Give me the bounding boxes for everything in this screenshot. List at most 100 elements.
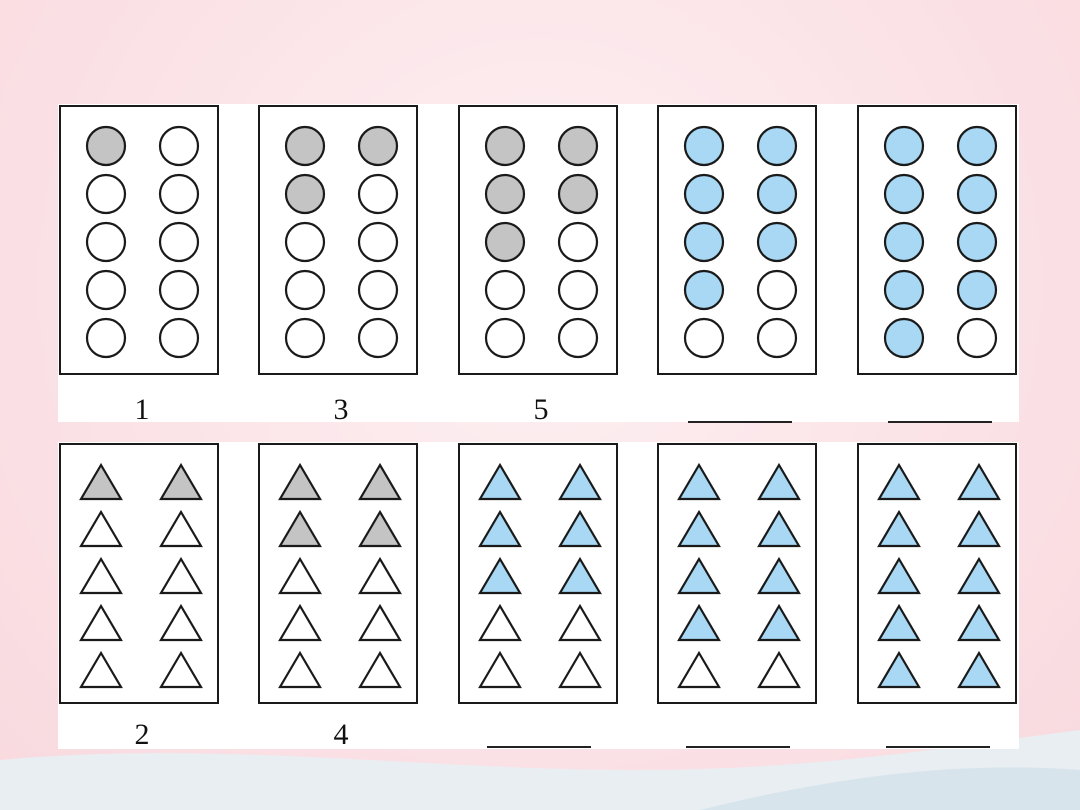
triangle-card-2-answer: 4 (333, 718, 349, 751)
filled-triangle (478, 509, 522, 548)
filled-triangle (957, 603, 1001, 642)
filled-circle (683, 269, 725, 311)
filled-triangle (877, 603, 921, 642)
circle-grid (683, 125, 798, 359)
filled-triangle (558, 556, 602, 595)
filled-triangle (478, 462, 522, 501)
filled-triangle (358, 462, 402, 501)
filled-triangle (957, 650, 1001, 689)
empty-triangle (159, 650, 203, 689)
filled-triangle (677, 462, 721, 501)
empty-circle (158, 221, 200, 263)
empty-circle (557, 317, 599, 359)
empty-circle (284, 221, 326, 263)
empty-circle (85, 221, 127, 263)
circle-card-4-answer-blank[interactable] (688, 421, 792, 423)
filled-circle (883, 125, 925, 167)
triangle-card-5 (857, 443, 1017, 704)
filled-circle (956, 125, 998, 167)
filled-triangle (877, 462, 921, 501)
empty-circle (284, 269, 326, 311)
circle-card-2-answer: 3 (333, 393, 349, 426)
triangle-card-5-answer-blank[interactable] (886, 746, 990, 748)
empty-triangle (159, 556, 203, 595)
filled-triangle (757, 509, 801, 548)
empty-circle (557, 221, 599, 263)
filled-triangle (79, 462, 123, 501)
triangle-grid (677, 462, 801, 689)
circle-card-3-answer: 5 (533, 393, 549, 426)
empty-circle (85, 317, 127, 359)
filled-circle (956, 221, 998, 263)
filled-circle (557, 173, 599, 215)
empty-circle (357, 269, 399, 311)
circle-grid (85, 125, 200, 359)
filled-triangle (677, 556, 721, 595)
filled-circle (284, 173, 326, 215)
filled-triangle (877, 650, 921, 689)
empty-triangle (478, 603, 522, 642)
empty-triangle (558, 603, 602, 642)
filled-triangle (159, 462, 203, 501)
triangle-card-4-answer-blank[interactable] (686, 746, 790, 748)
empty-triangle (278, 603, 322, 642)
filled-triangle (358, 509, 402, 548)
filled-triangle (957, 509, 1001, 548)
empty-triangle (358, 556, 402, 595)
filled-circle (683, 125, 725, 167)
circle-card-4 (657, 105, 817, 375)
circle-card-3 (458, 105, 618, 375)
empty-triangle (79, 509, 123, 548)
filled-circle (883, 317, 925, 359)
filled-triangle (677, 603, 721, 642)
empty-triangle (478, 650, 522, 689)
filled-triangle (677, 509, 721, 548)
empty-triangle (79, 603, 123, 642)
circle-grid (883, 125, 998, 359)
empty-circle (85, 269, 127, 311)
filled-circle (756, 221, 798, 263)
filled-triangle (278, 509, 322, 548)
empty-circle (357, 221, 399, 263)
empty-circle (158, 173, 200, 215)
triangle-card-4 (657, 443, 817, 704)
filled-circle (883, 173, 925, 215)
empty-circle (158, 269, 200, 311)
empty-circle (85, 173, 127, 215)
filled-circle (557, 125, 599, 167)
filled-triangle (558, 509, 602, 548)
triangle-card-1-answer: 2 (134, 718, 150, 751)
filled-circle (484, 173, 526, 215)
empty-circle (557, 269, 599, 311)
empty-triangle (159, 603, 203, 642)
empty-triangle (159, 509, 203, 548)
circle-grid (284, 125, 399, 359)
filled-circle (683, 221, 725, 263)
triangle-grid (877, 462, 1001, 689)
empty-circle (756, 317, 798, 359)
circle-card-2 (258, 105, 418, 375)
empty-circle (756, 269, 798, 311)
empty-circle (357, 173, 399, 215)
filled-circle (956, 269, 998, 311)
empty-circle (357, 317, 399, 359)
empty-triangle (677, 650, 721, 689)
filled-triangle (478, 556, 522, 595)
filled-triangle (957, 462, 1001, 501)
circle-card-1 (59, 105, 219, 375)
filled-circle (883, 269, 925, 311)
filled-triangle (877, 509, 921, 548)
empty-triangle (79, 556, 123, 595)
triangle-card-3-answer-blank[interactable] (487, 746, 591, 748)
empty-circle (284, 317, 326, 359)
filled-circle (284, 125, 326, 167)
filled-triangle (278, 462, 322, 501)
filled-circle (883, 221, 925, 263)
filled-triangle (757, 462, 801, 501)
filled-triangle (877, 556, 921, 595)
circle-card-5-answer-blank[interactable] (888, 421, 992, 423)
empty-circle (158, 317, 200, 359)
circle-card-5 (857, 105, 1017, 375)
filled-circle (484, 125, 526, 167)
